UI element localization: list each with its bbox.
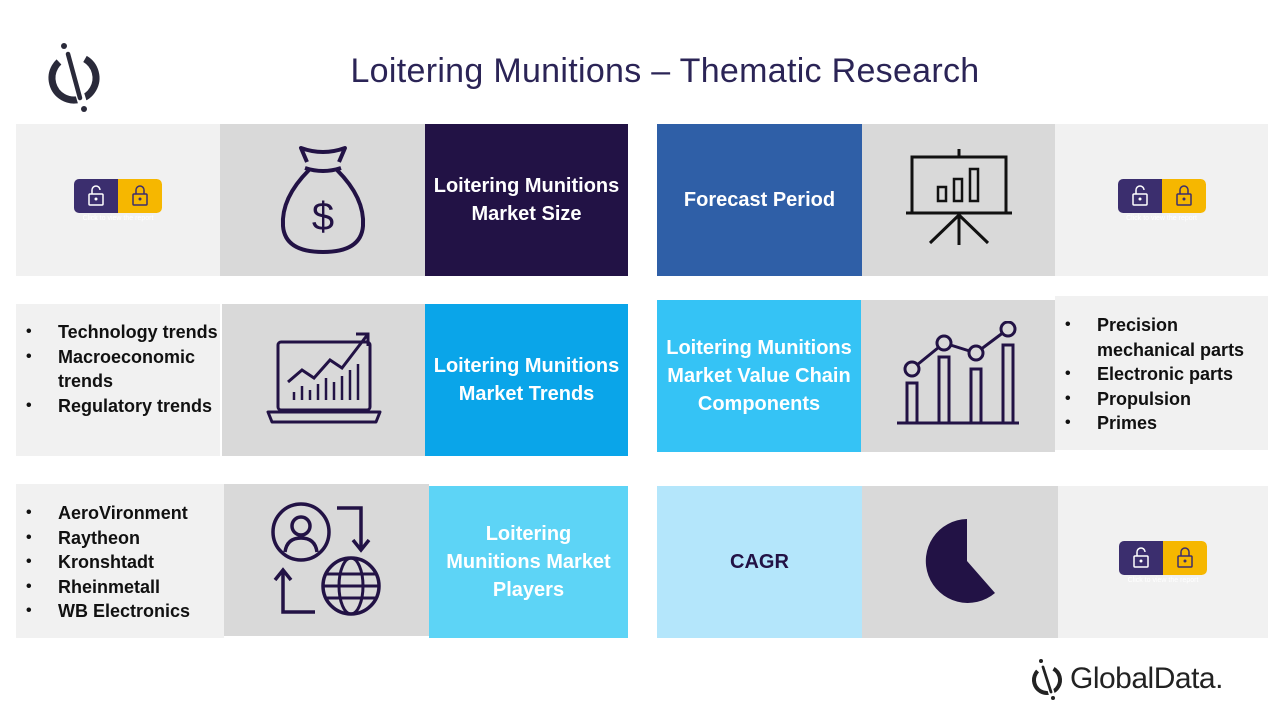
list-item: Technology trends	[16, 320, 220, 345]
forecast-period-label: Forecast Period	[657, 124, 862, 276]
list-item: Macroeconomic trends	[16, 345, 220, 394]
padlock-icon	[1161, 178, 1206, 213]
locked-content-panel: Click to view the report	[16, 124, 220, 276]
globaldata-wordmark: GlobalData.	[1070, 662, 1223, 695]
padlock-icon	[118, 178, 162, 213]
lock-caption: Click to view the report	[1127, 576, 1199, 584]
lock-caption: Click to view the report	[1126, 214, 1197, 222]
lock-toggle[interactable]	[1119, 540, 1207, 575]
padlock-icon	[1163, 540, 1207, 575]
players-list-panel: AeroVironment Raytheon Kronshtadt Rheinm…	[16, 484, 224, 638]
line-bar-chart-icon	[861, 300, 1055, 452]
globaldata-mark-icon	[1032, 659, 1062, 700]
pie-chart-icon	[862, 486, 1058, 638]
market-size-label: Loitering Munitions Market Size	[425, 124, 628, 276]
trends-list: Technology trends Macroeconomic trends R…	[16, 320, 220, 418]
locked-content-panel: Click to view the report	[1055, 124, 1268, 276]
presentation-board-icon	[862, 124, 1055, 276]
market-trends-label: Loitering Munitions Market Trends	[425, 304, 628, 456]
market-players-label: Loitering Munitions Market Players	[429, 486, 628, 638]
laptop-growth-chart-icon	[222, 304, 425, 456]
unlocked-padlock-icon	[74, 178, 118, 213]
locked-content-panel: Click to view the report	[1058, 486, 1268, 638]
unlock-report-button[interactable]: Click to view the report	[1103, 540, 1223, 584]
list-item: Rheinmetall	[16, 575, 224, 600]
list-item: Raytheon	[16, 526, 224, 551]
user-globe-exchange-icon	[224, 484, 429, 636]
list-item: Kronshtadt	[16, 550, 224, 575]
unlock-report-button[interactable]: Click to view the report	[58, 178, 178, 222]
lock-toggle[interactable]	[74, 178, 162, 213]
list-item: AeroVironment	[16, 501, 224, 526]
list-item: Propulsion	[1055, 387, 1268, 412]
list-item: Regulatory trends	[16, 394, 220, 419]
list-item: WB Electronics	[16, 599, 224, 624]
lock-caption: Click to view the report	[82, 214, 154, 222]
unlocked-padlock-icon	[1119, 540, 1163, 575]
lock-toggle[interactable]	[1117, 178, 1206, 213]
trends-list-panel: Technology trends Macroeconomic trends R…	[16, 304, 220, 456]
players-list: AeroVironment Raytheon Kronshtadt Rheinm…	[16, 501, 224, 624]
globaldata-logo: GlobalData.	[1030, 658, 1223, 700]
svg-text:$: $	[311, 195, 333, 239]
unlocked-padlock-icon	[1117, 178, 1162, 213]
list-item: Precision mechanical parts	[1055, 313, 1268, 362]
brand-mark-icon	[44, 40, 104, 112]
value-chain-list: Precision mechanical parts Electronic pa…	[1055, 313, 1268, 436]
money-bag-icon: $	[220, 124, 425, 276]
value-chain-list-panel: Precision mechanical parts Electronic pa…	[1055, 296, 1268, 450]
value-chain-label: Loitering Munitions Market Value Chain C…	[657, 300, 861, 452]
cagr-label: CAGR	[657, 486, 862, 638]
list-item: Electronic parts	[1055, 362, 1268, 387]
unlock-report-button[interactable]: Click to view the report	[1102, 178, 1222, 222]
page-title: Loitering Munitions – Thematic Research	[350, 52, 980, 90]
list-item: Primes	[1055, 411, 1268, 436]
